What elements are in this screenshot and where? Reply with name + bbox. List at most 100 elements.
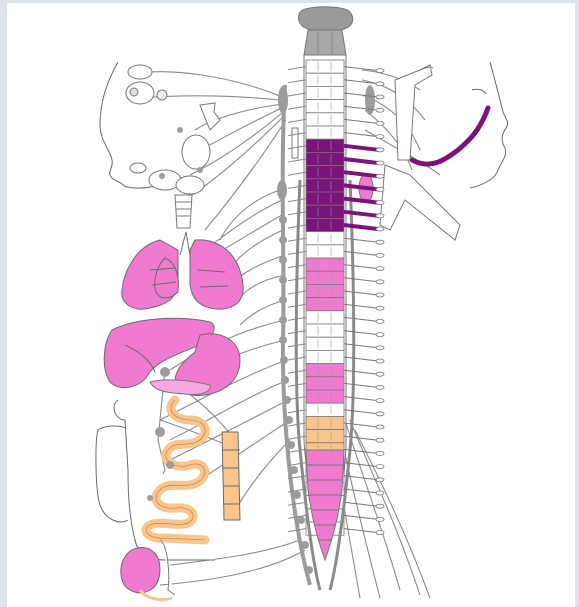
root-ganglion <box>376 438 384 442</box>
spinal-segment <box>306 311 344 324</box>
root-ganglion <box>376 293 384 297</box>
lungs <box>122 232 243 309</box>
chain-connector <box>288 106 306 109</box>
root-ganglion <box>376 95 384 99</box>
chain-connector <box>288 185 306 188</box>
spinal-root <box>344 80 378 84</box>
chain-connector <box>288 172 306 175</box>
spinal-segment <box>306 284 344 297</box>
bladder <box>121 547 160 592</box>
root-ganglion <box>376 135 384 139</box>
cranial-glands <box>130 103 220 194</box>
spinal-segment <box>306 139 344 152</box>
trachea <box>175 195 192 228</box>
root-ganglion <box>376 306 384 310</box>
chain-connector <box>288 159 306 162</box>
spinal-root <box>344 357 378 361</box>
spinal-segment <box>306 271 344 284</box>
eye <box>126 65 167 104</box>
chain-connector <box>288 119 306 122</box>
spinal-root <box>344 423 378 427</box>
root-ganglion <box>376 451 384 455</box>
spinal-root <box>344 304 378 308</box>
spinal-root <box>344 410 378 414</box>
root-ganglion <box>376 161 384 165</box>
chain-connector <box>288 67 306 70</box>
root-ganglion <box>376 385 384 389</box>
root-ganglion <box>376 253 384 257</box>
root-ganglion <box>376 148 384 152</box>
diagram-frame <box>7 3 575 607</box>
spinal-segment <box>306 245 344 258</box>
spinal-root <box>344 278 378 282</box>
root-ganglion <box>376 121 384 125</box>
chain-connector <box>288 436 306 439</box>
spinal-root <box>344 251 378 255</box>
root-ganglion <box>376 201 384 205</box>
spinal-root <box>344 146 378 150</box>
root-ganglion <box>376 465 384 469</box>
root-ganglion <box>376 240 384 244</box>
root-ganglion <box>376 531 384 535</box>
spinal-segment <box>306 258 344 271</box>
spinal-segment <box>306 232 344 245</box>
root-ganglion <box>376 399 384 403</box>
spinal-root <box>344 67 378 71</box>
spinal-root <box>344 265 378 269</box>
spinal-segment <box>306 350 344 363</box>
spinal-segment <box>306 218 344 231</box>
spinal-root <box>344 397 378 401</box>
spinal-segment <box>306 337 344 350</box>
face-outline <box>470 62 508 188</box>
spinal-root <box>344 515 378 519</box>
root-ganglion <box>376 214 384 218</box>
spinal-root <box>344 476 378 480</box>
spinal-root <box>344 317 378 321</box>
root-ganglion <box>376 319 384 323</box>
root-ganglion <box>376 425 384 429</box>
spinal-segment <box>306 298 344 311</box>
root-ganglion <box>376 346 384 350</box>
spinal-root <box>344 199 378 203</box>
spinal-segment <box>306 416 344 429</box>
spinal-segment <box>306 126 344 139</box>
chain-connector <box>288 449 306 452</box>
spinal-segment <box>306 205 344 218</box>
spinal-segment <box>306 364 344 377</box>
chain-connector <box>288 80 306 83</box>
root-ganglion <box>376 187 384 191</box>
root-ganglion <box>376 69 384 73</box>
chain-connector <box>288 93 306 96</box>
spinal-segment <box>306 73 344 86</box>
root-ganglion <box>376 359 384 363</box>
spinal-root <box>344 212 378 216</box>
spinal-segment <box>306 377 344 390</box>
spinal-segment <box>306 430 344 443</box>
root-ganglion <box>376 108 384 112</box>
root-ganglion <box>376 478 384 482</box>
facial-nerve <box>412 108 488 164</box>
right-ganglion-upper <box>365 85 375 115</box>
spinal-segment <box>306 86 344 99</box>
root-ganglion <box>376 267 384 271</box>
spinal-segment <box>306 100 344 113</box>
spinal-root <box>344 344 378 348</box>
autonomic-nervous-system-diagram <box>7 3 575 607</box>
spinal-segment <box>306 390 344 403</box>
spinal-root <box>344 331 378 335</box>
spinal-root <box>344 238 378 242</box>
colon-descending <box>222 432 240 520</box>
spinal-root <box>344 529 378 533</box>
root-ganglion <box>376 333 384 337</box>
spinal-segment <box>306 179 344 192</box>
spinal-root <box>344 489 378 493</box>
root-ganglion <box>376 372 384 376</box>
spinal-segment <box>306 403 344 416</box>
spinal-root <box>344 436 378 440</box>
spinal-root <box>344 119 378 123</box>
chain-connector <box>288 212 306 215</box>
chain-connector <box>288 502 306 505</box>
spinal-root <box>344 159 378 163</box>
spinal-segment <box>306 152 344 165</box>
root-ganglion <box>376 517 384 521</box>
